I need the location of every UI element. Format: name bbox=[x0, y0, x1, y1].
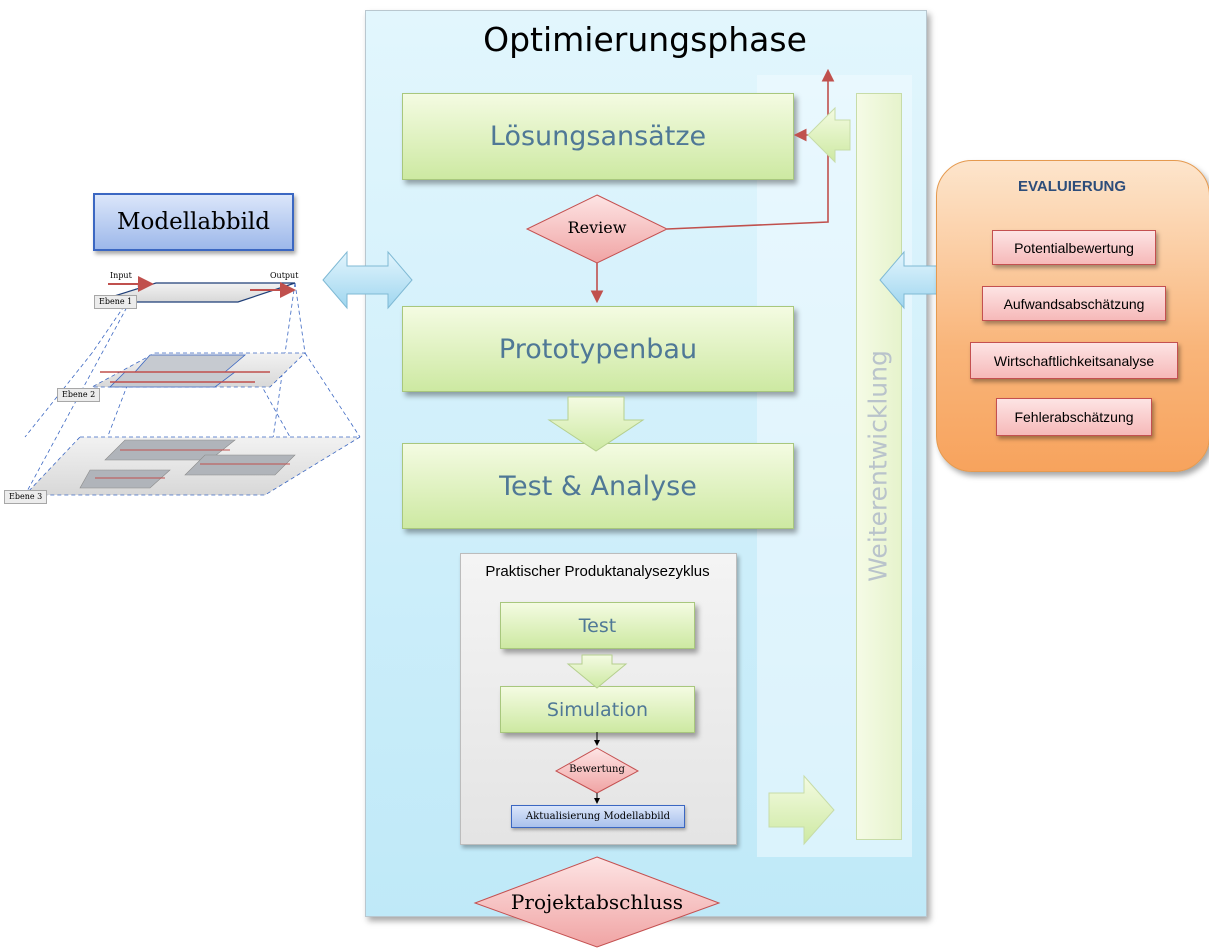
cycle-simulation-box: Simulation bbox=[500, 686, 695, 733]
weiterentwicklung-right-arrow-icon bbox=[768, 774, 835, 846]
fehlerabschaetzung-box: Fehlerabschätzung bbox=[996, 398, 1152, 436]
review-feedback-arrow bbox=[666, 68, 835, 230]
produktanalysezyklus-title: Praktischer Produktanalysezyklus bbox=[485, 563, 710, 580]
weiterentwicklung-bar bbox=[856, 93, 902, 840]
output-label: Output bbox=[270, 271, 299, 280]
prototypenbau-box: Prototypenbau bbox=[402, 306, 794, 392]
page-title: Optimierungsphase bbox=[483, 20, 807, 59]
bewertung-label: Bewertung bbox=[569, 764, 625, 775]
test-analyse-box: Test & Analyse bbox=[402, 443, 794, 529]
modellabbild-button: Modellabbild bbox=[93, 193, 294, 251]
ebene-2-label: Ebene 2 bbox=[57, 388, 101, 402]
projektabschluss-label: Projektabschluss bbox=[510, 890, 684, 914]
ebene-1-label: Ebene 1 bbox=[94, 295, 138, 309]
wirtschaftlichkeitsanalyse-box: Wirtschaftlichkeitsanalyse bbox=[970, 342, 1178, 379]
projektabschluss-diamond bbox=[473, 856, 721, 948]
review-label: Review bbox=[567, 218, 627, 237]
weiterentwicklung-left-arrow-icon bbox=[807, 106, 851, 164]
loesungsansaetze-box: Lösungsansätze bbox=[402, 93, 794, 180]
cycle-down-arrow-icon bbox=[566, 654, 628, 689]
aufwandsabschaetzung-box: Aufwandsabschätzung bbox=[982, 286, 1166, 321]
left-double-arrow-icon bbox=[322, 250, 413, 310]
evaluierung-title: EVALUIERUNG bbox=[1017, 178, 1127, 195]
input-label: Input bbox=[110, 271, 132, 280]
cycle-test-box: Test bbox=[500, 602, 695, 649]
model-layers-diagram bbox=[24, 276, 362, 496]
potentialbewertung-box: Potentialbewertung bbox=[992, 230, 1156, 265]
ebene-3-label: Ebene 3 bbox=[4, 490, 48, 504]
aktualisierung-modellabbild-box: Aktualisierung Modellabbild bbox=[511, 805, 685, 828]
prototypenbau-down-arrow-icon bbox=[547, 396, 645, 452]
